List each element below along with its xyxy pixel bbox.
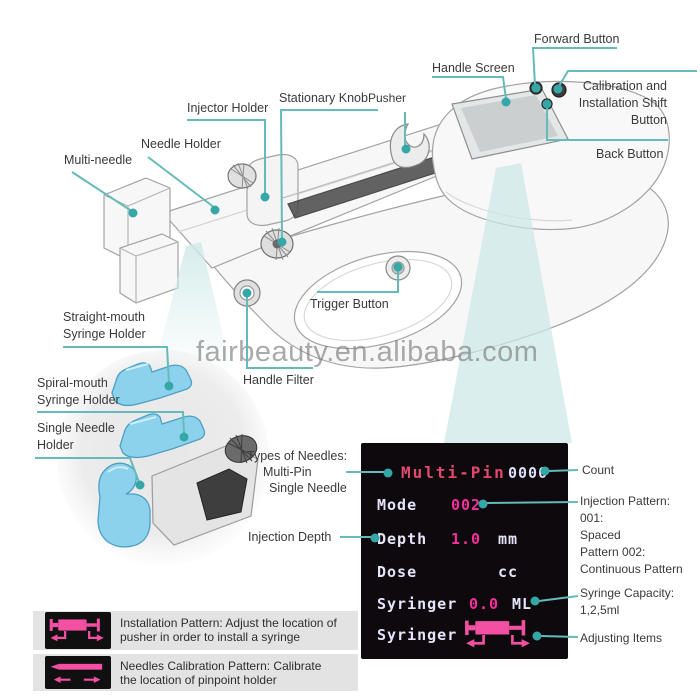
legend-installation-box (45, 612, 111, 649)
label-calibration-shift-button: Calibration and Installation Shift Butto… (578, 79, 667, 127)
mesotherapy-gun-sketch (103, 80, 670, 369)
label-handle-filter: Handle Filter (243, 373, 314, 387)
injection-pattern-line: Pattern 002: (580, 545, 646, 559)
label-single-needle-holder: Single Needle Holder (37, 421, 115, 452)
legend-installation-text: Installation Pattern: Adjust the locatio… (120, 616, 337, 645)
back-button-part (541, 98, 553, 110)
injection-pattern-line: 001: (580, 511, 604, 525)
label-back-button: Back Button (596, 147, 664, 161)
legend-calibration-box (45, 656, 111, 689)
calibration-button-part (551, 82, 567, 98)
injector-holder-part (246, 153, 299, 227)
screen-syringe-label: Syringer (377, 595, 458, 613)
label-types-of-needles: Types of Needles: (247, 449, 348, 463)
label-injection-pattern: Injection Pattern: 001: Spaced Pattern 0… (580, 493, 698, 578)
screen-depth-value: 1.0 (451, 530, 482, 548)
screen-syringe-unit: ML (512, 595, 533, 613)
syringe-capacity-line: Syringe Capacity: (580, 586, 675, 600)
forward-button-part (529, 81, 543, 95)
label-needle-type-multi-pin: Multi-Pin (263, 465, 312, 479)
screen-needle-type: Multi-Pin (401, 463, 506, 482)
handle-filter-part (233, 279, 261, 307)
needle-wheel (224, 433, 258, 464)
watermark: fairbeauty.en.alibaba.com (196, 336, 539, 368)
screen-depth-label: Depth (377, 530, 428, 548)
screen-count-value: 0000 (508, 464, 549, 482)
screen-mode-value: 002 (451, 496, 482, 514)
legend-calibration-text: Needles Calibration Pattern: Calibrate t… (120, 659, 322, 688)
upper-knob (227, 162, 257, 190)
label-needle-type-single: Single Needle (269, 481, 347, 495)
screen-mode-label: Mode (377, 496, 418, 514)
settings-screen: Multi-Pin 0000 Mode 002 Depth 1.0 mm Dos… (361, 443, 568, 659)
trigger-button-part (385, 255, 411, 281)
injection-pattern-line: Injection Pattern: (580, 494, 671, 508)
label-count: Count (582, 463, 615, 477)
injection-pattern-line: Continuous Pattern (580, 562, 683, 576)
label-syringe-capacity: Syringe Capacity: 1,2,5ml (580, 585, 698, 619)
syringe-capacity-line: 1,2,5ml (580, 603, 620, 617)
label-injection-depth: Injection Depth (248, 530, 332, 544)
holder-projection-beam (155, 242, 232, 372)
label-straight-mouth-holder: Straight-mouth Syringe Holder (63, 310, 146, 341)
screen-dose-label: Dose (377, 563, 418, 581)
screen-syringe2-label: Syringer (377, 626, 458, 644)
syringe-adjust-icon (465, 620, 530, 648)
label-pusher: Pusher (368, 91, 407, 105)
screen-syringe-value: 0.0 (469, 595, 500, 613)
syringe-install-icon (49, 618, 104, 641)
label-spiral-mouth-holder: Spiral-mouth Syringe Holder (37, 376, 120, 407)
label-handle-screen: Handle Screen (432, 61, 515, 75)
needles-calibration-icon (50, 663, 103, 683)
label-injector-holder: Injector Holder (187, 101, 269, 115)
injection-pattern-line: Spaced (580, 528, 621, 542)
screen-dose-unit: cc (498, 563, 519, 581)
label-stationary-knob: Stationary Knob (279, 91, 368, 105)
label-adjusting-items: Adjusting Items (580, 631, 663, 645)
needle-mount-block (196, 468, 248, 521)
screen-depth-unit: mm (498, 530, 519, 548)
label-forward-button: Forward Button (534, 32, 620, 46)
label-multi-needle: Multi-needle (64, 153, 133, 167)
screen-projection-beam (444, 163, 572, 443)
label-trigger-button: Trigger Button (310, 297, 389, 311)
label-needle-holder: Needle Holder (141, 137, 221, 151)
